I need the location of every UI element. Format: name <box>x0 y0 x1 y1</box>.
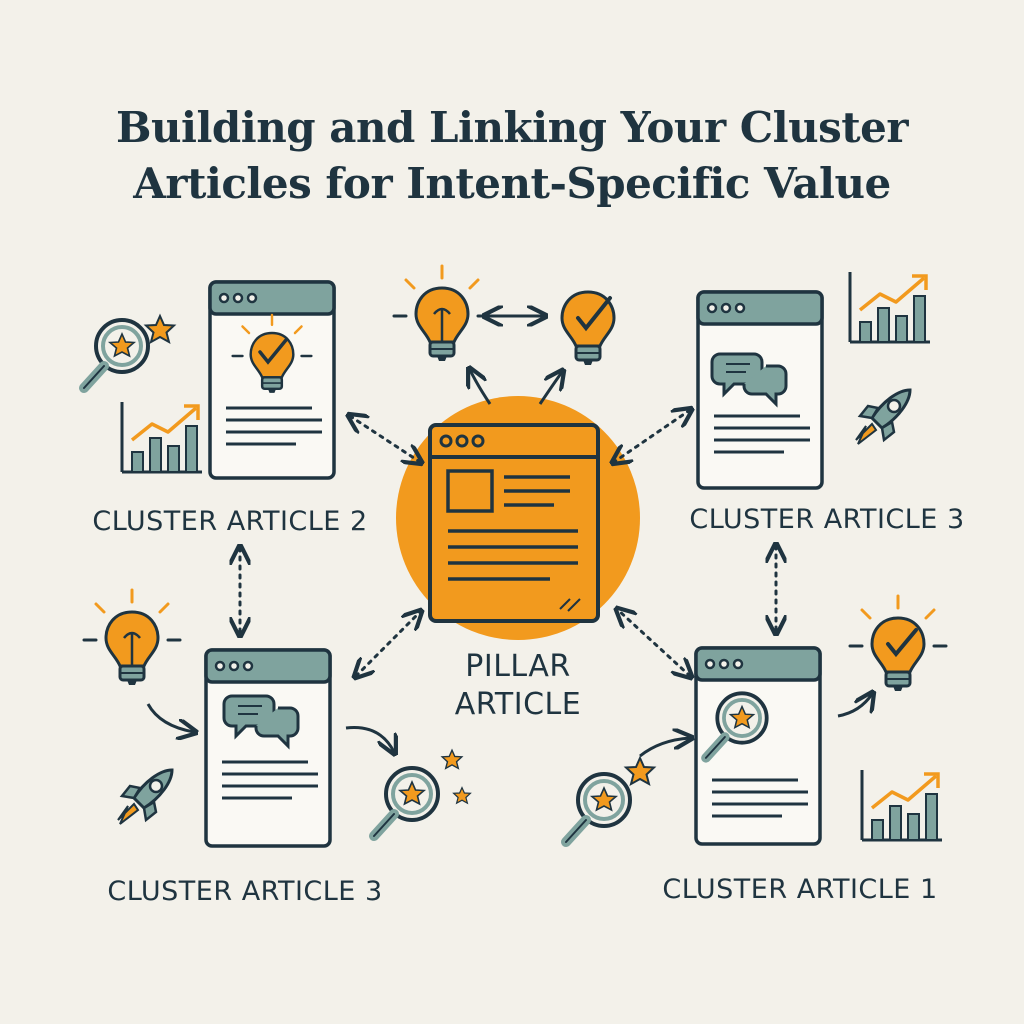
pillar-window <box>428 423 600 623</box>
cluster-window-top-left <box>208 280 336 480</box>
cluster-article-label-bottom-left: CLUSTER ARTICLE 3 <box>107 876 383 907</box>
arrow-pillar-to-idea <box>470 370 492 405</box>
star-icon <box>441 749 463 770</box>
magnifier-star-icon <box>374 768 438 836</box>
magnifier-star-icon <box>566 774 630 842</box>
cluster-article-label-top-right: CLUSTER ARTICLE 3 <box>689 504 965 535</box>
bar-chart-icon <box>860 768 944 842</box>
arrow-pillar-to-check <box>538 372 562 405</box>
cluster-article-label-bottom-right: CLUSTER ARTICLE 1 <box>662 874 938 905</box>
link-pillar-cluster-bottom-right <box>618 610 690 676</box>
checkmark-bulb-icon <box>560 290 616 367</box>
title-line-2: Articles for Intent-Specific Value <box>133 159 891 208</box>
bar-chart-icon <box>120 400 204 474</box>
title-line-1: Building and Linking Your Cluster <box>115 103 909 152</box>
bar-chart-icon <box>848 270 932 344</box>
lightbulb-icon <box>392 264 492 363</box>
cluster-window-bottom-right <box>694 646 822 846</box>
cluster-window-bottom-left <box>204 648 332 848</box>
pillar-article-label: PILLAR ARTICLE <box>430 648 606 724</box>
diagram-title: Building and Linking Your Cluster Articl… <box>0 100 1024 212</box>
pillar-label-line-1: PILLAR <box>465 649 571 684</box>
link-pillar-cluster-bottom-left <box>356 612 420 676</box>
arrow-magnifier-to-window <box>639 738 690 758</box>
lightbulb-icon <box>82 588 182 687</box>
pillar-label-line-2: ARTICLE <box>454 687 582 722</box>
star-icon <box>453 786 471 804</box>
rocket-icon <box>854 388 912 446</box>
link-pillar-cluster-top-right <box>614 410 690 462</box>
magnifier-star-icon <box>84 320 148 388</box>
arrow-window-to-magnifier <box>345 726 394 753</box>
arrow-bulb-to-window <box>146 703 194 732</box>
checkmark-bulb-icon <box>848 594 948 693</box>
arrow-window-to-bulb <box>837 694 872 718</box>
link-pillar-cluster-top-left <box>350 416 420 462</box>
rocket-icon <box>116 768 174 826</box>
star-icon <box>625 757 655 785</box>
cluster-article-label-top-left: CLUSTER ARTICLE 2 <box>92 506 368 537</box>
star-icon <box>145 315 175 343</box>
cluster-window-top-right <box>696 290 824 490</box>
